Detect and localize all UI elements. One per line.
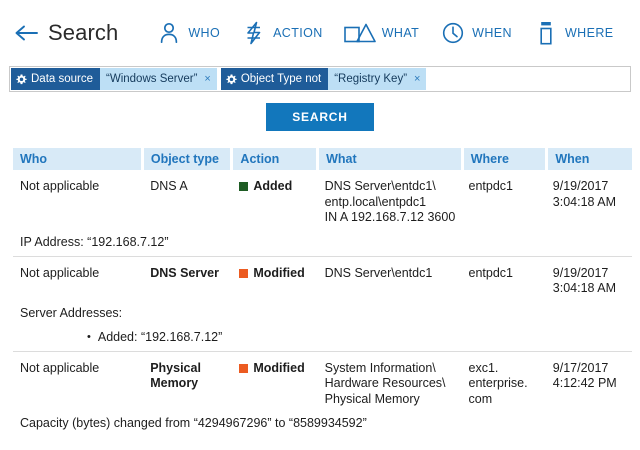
facet-where-label: WHERE	[564, 26, 614, 40]
filter-chip-value: “Registry Key” ×	[328, 68, 427, 90]
cell-object-type: DNS A	[150, 179, 188, 193]
filter-chip-object-type-not[interactable]: Object Type not “Registry Key” ×	[220, 68, 427, 90]
filter-chip-key: Object Type not	[220, 68, 329, 90]
gear-icon	[226, 74, 237, 85]
results-table: Who Object type Action What Where When N…	[0, 148, 640, 437]
facet-when[interactable]: WHEN	[440, 20, 512, 46]
filter-chip-data-source[interactable]: Data source “Windows Server” ×	[11, 68, 217, 90]
column-header-where[interactable]: Where	[463, 148, 546, 170]
search-button-row: SEARCH	[0, 103, 640, 131]
cell-who: Not applicable	[20, 179, 100, 193]
cell-action: Added	[232, 179, 314, 195]
cell-action-label: Added	[253, 179, 293, 193]
filter-chip-key-label: Object Type not	[240, 73, 322, 85]
facet-what-label: WHAT	[381, 26, 420, 40]
cell-what: DNS Server\entdc1\ entp.local\entpdc1 IN…	[324, 179, 456, 224]
column-header-when[interactable]: When	[548, 148, 632, 170]
shapes-icon	[343, 20, 376, 46]
cell-action-label: Modified	[253, 360, 305, 375]
filter-chip-key-label: Data source	[31, 73, 94, 85]
facet-when-label: WHEN	[472, 26, 512, 40]
facet-nav: WHO ACTION WHAT	[156, 20, 613, 46]
close-icon[interactable]: ×	[204, 72, 211, 85]
filter-bar-container: Data source “Windows Server” × Object Ty…	[0, 66, 640, 92]
status-badge	[239, 182, 249, 191]
filter-chip-key: Data source	[11, 68, 101, 90]
table-row[interactable]: Not applicable DNS A Added DNS Server\en…	[13, 170, 632, 257]
facet-action-label: ACTION	[273, 26, 323, 40]
clock-icon	[440, 20, 466, 46]
cell-when: 9/17/2017 4:12:42 PM	[552, 360, 617, 391]
cell-when: 9/19/2017 3:04:18 AM	[552, 265, 617, 296]
arrow-left-icon[interactable]	[14, 20, 40, 46]
cell-where: entpdc1	[468, 179, 513, 193]
cell-who: Not applicable	[20, 265, 100, 280]
app-header: Search WHO ACTION	[0, 0, 640, 66]
filter-chip-value: “Windows Server” ×	[100, 68, 217, 90]
cell-object-type: DNS Server	[150, 265, 219, 280]
row-detail-bullet: Added: “192.168.7.12”	[13, 329, 632, 345]
cell-action: Modified	[232, 266, 314, 282]
cell-where: exc1. enterprise. com	[468, 360, 528, 406]
cell-object-type: Physical Memory	[150, 360, 201, 391]
filter-chip-value-label: “Registry Key”	[334, 73, 408, 85]
page-title: Search	[48, 20, 119, 45]
facet-what[interactable]: WHAT	[343, 20, 420, 46]
row-detail: Capacity (bytes) changed from “429496729…	[20, 416, 367, 430]
facet-who-label: WHO	[188, 26, 221, 40]
cell-action: Modified	[232, 361, 314, 377]
person-icon	[156, 20, 182, 46]
facet-where[interactable]: WHERE	[533, 20, 614, 46]
search-button[interactable]: SEARCH	[266, 103, 374, 131]
cell-action-label: Modified	[253, 265, 305, 280]
cell-who: Not applicable	[20, 360, 100, 375]
column-header-object-type[interactable]: Object type	[143, 148, 231, 170]
facet-action[interactable]: ACTION	[241, 20, 323, 46]
status-badge	[239, 363, 249, 373]
server-icon	[533, 20, 559, 46]
filter-bar[interactable]: Data source “Windows Server” × Object Ty…	[9, 66, 631, 92]
row-detail: IP Address: “192.168.7.12”	[20, 234, 169, 249]
column-header-what[interactable]: What	[319, 148, 461, 170]
cell-where: entpdc1	[468, 265, 513, 280]
table-row[interactable]: Not applicable DNS Server Modified DNS S…	[13, 257, 632, 352]
gear-icon	[16, 74, 27, 85]
cell-when: 9/19/2017 3:04:18 AM	[552, 179, 617, 209]
table-header-row: Who Object type Action What Where When	[13, 148, 632, 170]
row-detail: Server Addresses:	[20, 305, 123, 320]
close-icon[interactable]: ×	[414, 72, 421, 85]
column-header-who[interactable]: Who	[13, 148, 141, 170]
column-header-action[interactable]: Action	[233, 148, 317, 170]
table-row[interactable]: Not applicable Physical Memory Modified …	[13, 352, 632, 438]
status-badge	[239, 268, 249, 278]
cell-what: DNS Server\entdc1	[324, 265, 433, 280]
lightning-icon	[241, 20, 267, 46]
facet-who[interactable]: WHO	[156, 20, 220, 46]
cell-what: System Information\ Hardware Resources\ …	[324, 360, 446, 406]
filter-chip-value-label: “Windows Server”	[106, 73, 198, 85]
